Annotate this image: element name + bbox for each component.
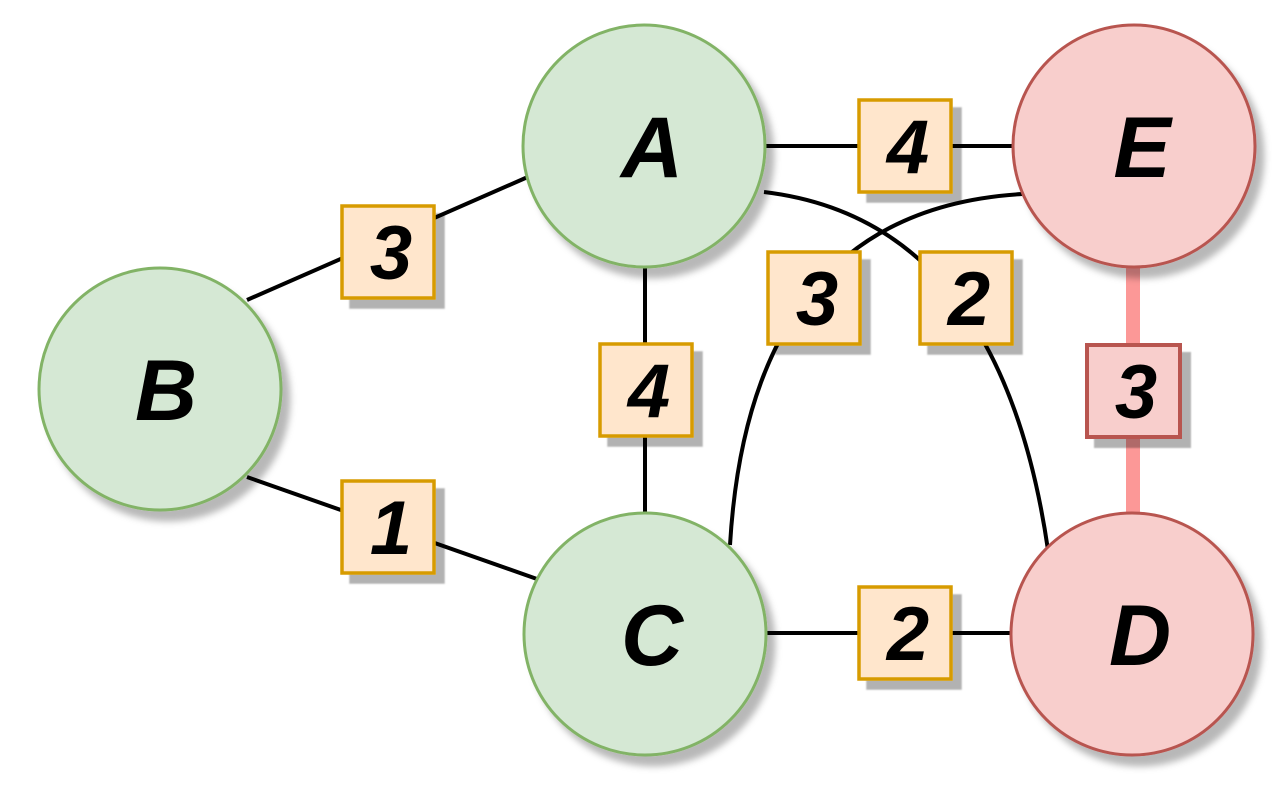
- weight-A-D: 2: [918, 250, 1014, 346]
- node-A: A: [521, 23, 767, 269]
- node-C-circle: [522, 511, 768, 757]
- weight-E-D-value: 3: [1115, 350, 1157, 435]
- weight-A-C-box: [598, 342, 694, 438]
- node-A-label: A: [619, 100, 683, 196]
- weight-B-A-value: 3: [370, 211, 412, 296]
- weight-A-C-value: 4: [626, 349, 670, 434]
- weight-B-A-box: [340, 204, 436, 300]
- weight-C-D-value: 2: [885, 592, 929, 677]
- node-B-label: B: [135, 343, 197, 439]
- node-D: D: [1009, 511, 1255, 757]
- weight-C-E-box: [766, 250, 862, 346]
- edge-A-D: [763, 190, 1050, 551]
- weight-C-D-box: [857, 585, 953, 681]
- weight-A-D-value: 2: [946, 257, 990, 342]
- weight-C-D: 2: [857, 585, 953, 681]
- node-B-circle: [37, 266, 283, 512]
- node-D-circle: [1009, 511, 1255, 757]
- node-C: C: [522, 511, 768, 757]
- node-C-label: C: [621, 588, 685, 684]
- weight-B-C-value: 1: [370, 486, 412, 571]
- node-A-circle: [521, 23, 767, 269]
- node-E: E: [1011, 23, 1257, 269]
- weight-label-layer: 3 1 4 4 3: [340, 98, 1182, 681]
- weight-B-C: 1: [340, 479, 436, 575]
- node-E-label: E: [1113, 100, 1173, 196]
- weight-B-C-box: [340, 479, 436, 575]
- weight-C-E: 3: [766, 250, 862, 346]
- weight-E-D: 3: [1085, 343, 1182, 439]
- weight-B-A: 3: [340, 204, 436, 300]
- edge-C-E: [728, 192, 1023, 546]
- weight-A-E-value: 4: [885, 105, 929, 190]
- weight-A-D-box: [918, 250, 1014, 346]
- weight-A-C: 4: [598, 342, 694, 438]
- node-D-label: D: [1109, 588, 1171, 684]
- node-E-circle: [1011, 23, 1257, 269]
- weight-A-E: 4: [857, 98, 953, 194]
- node-layer: A B C D E: [37, 23, 1257, 757]
- node-B: B: [37, 266, 283, 512]
- weight-A-E-box: [857, 98, 953, 194]
- weight-C-E-value: 3: [796, 257, 838, 342]
- weight-E-D-box: [1085, 343, 1182, 439]
